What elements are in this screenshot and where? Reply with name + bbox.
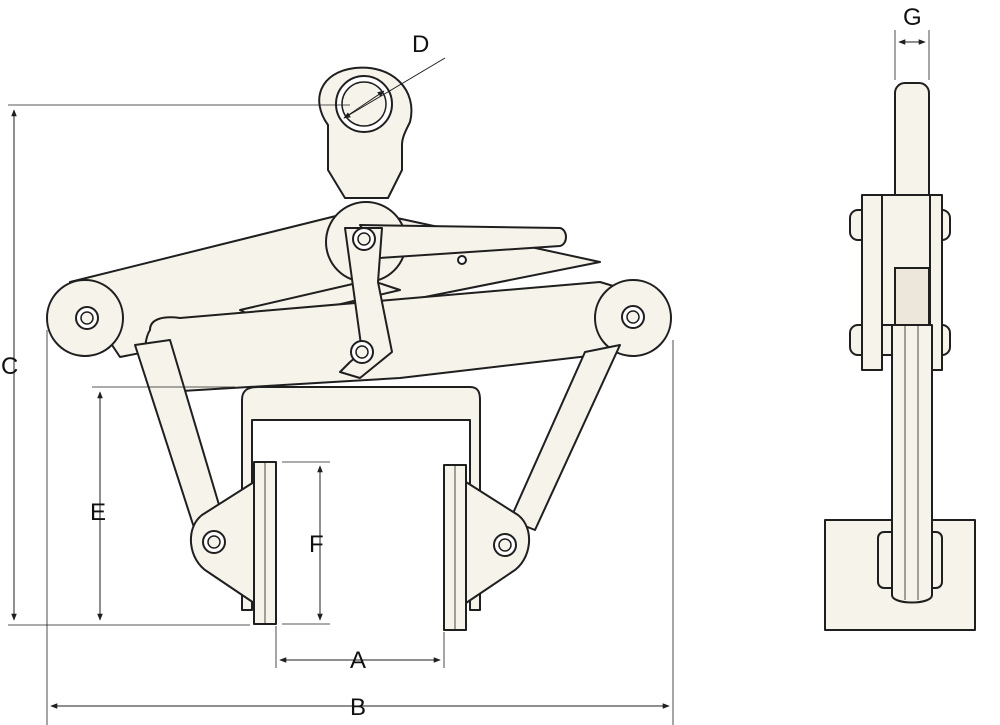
label-c: C <box>1 353 18 380</box>
label-b: B <box>350 694 366 721</box>
front-view <box>46 66 672 631</box>
label-d: D <box>412 31 429 58</box>
label-g: G <box>903 4 922 31</box>
label-a: A <box>350 647 366 674</box>
pin-hub <box>352 227 376 251</box>
pin-left-arm <box>75 306 99 330</box>
dimension-lines <box>8 30 930 725</box>
side-plate-outer-left <box>861 194 883 371</box>
side-column-band <box>894 267 930 326</box>
pin-left-jaw <box>202 530 226 554</box>
lever-handle <box>359 224 567 259</box>
label-e: E <box>90 499 106 526</box>
pin-right-jaw <box>493 533 517 557</box>
side-view <box>824 82 976 631</box>
pin-right-arm <box>621 305 645 329</box>
small-rivet <box>457 255 467 265</box>
right-outer-arm <box>509 344 621 531</box>
label-f: F <box>309 531 324 558</box>
pin-pawl <box>350 340 374 364</box>
side-lower-plates <box>891 324 933 604</box>
